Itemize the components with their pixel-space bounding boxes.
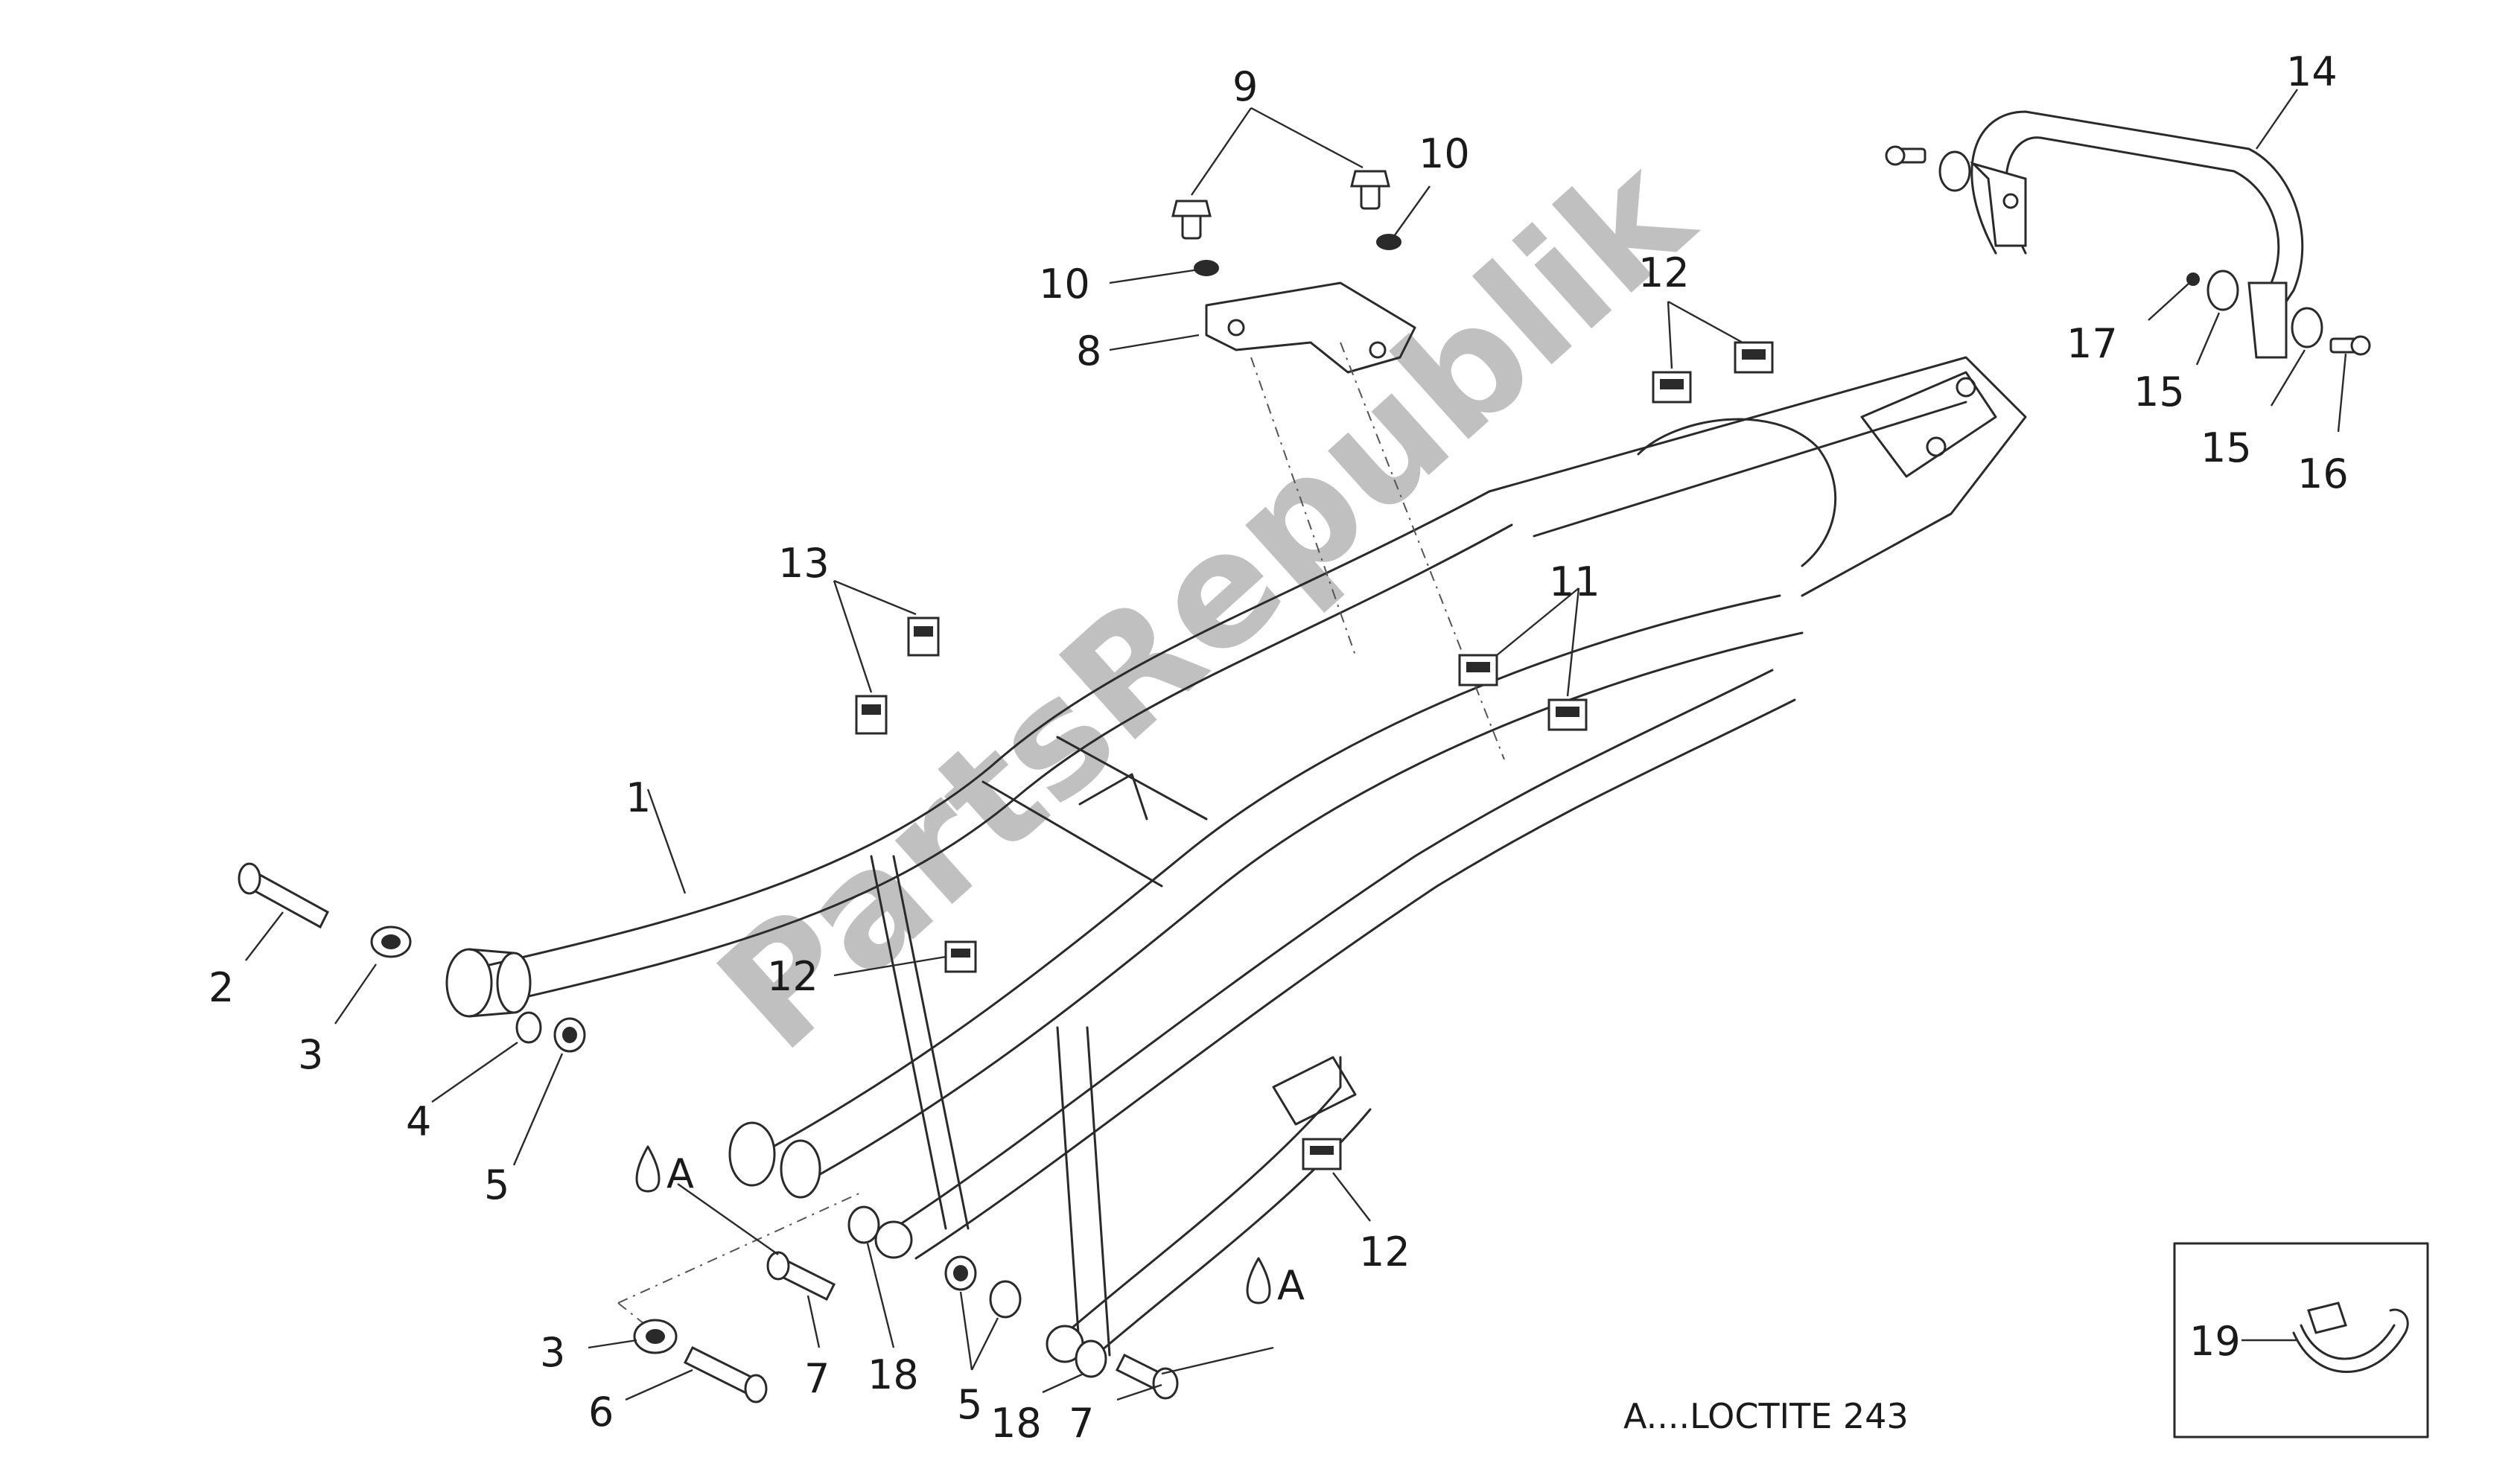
callout-5-lower: 5: [957, 1381, 982, 1428]
callout-12-top: 12: [1638, 249, 1690, 296]
bracket-8: [1205, 281, 1416, 374]
callout-19: 19: [2189, 1318, 2241, 1365]
callout-1: 1: [626, 774, 651, 821]
callout-5-upper: 5: [484, 1162, 509, 1208]
grab-handle-14: [1969, 110, 2304, 359]
nut-17: [2186, 273, 2200, 286]
callout-12-low: 12: [1359, 1229, 1410, 1275]
bolt-9-right: [1350, 170, 1390, 210]
inset-box: [2173, 1242, 2429, 1438]
callout-11: 11: [1549, 558, 1600, 605]
clip-nut-13-a: [907, 616, 940, 657]
clip-nut-12-low: [1302, 1138, 1342, 1170]
washer-10-left: [1194, 260, 1219, 276]
clip-nut-11-a: [1458, 654, 1498, 686]
callout-16: 16: [2297, 450, 2349, 497]
callout-a-left: A: [666, 1150, 694, 1197]
washer-15-b: [2291, 307, 2323, 348]
callout-3-lower: 3: [540, 1329, 565, 1376]
washer-10-right: [1376, 234, 1401, 250]
washer-5-lower: [989, 1280, 1022, 1319]
nut-5-upper: [553, 1017, 586, 1053]
callout-13: 13: [778, 540, 830, 587]
callout-12-mid: 12: [767, 953, 818, 1000]
callout-8: 8: [1076, 328, 1101, 375]
rear-subframe: [445, 356, 2027, 1364]
bolt-7-right: [1115, 1353, 1179, 1400]
clip-nut-12-top-a: [1652, 371, 1692, 404]
callout-labels: 1 2 3 4 5 3 6 7 18 5 18 7 8 10 9 10 12 1…: [209, 48, 2349, 1447]
droplet-icon-left: [635, 1145, 661, 1193]
callout-7-left: 7: [804, 1355, 830, 1402]
nut-5-lower: [944, 1255, 977, 1291]
callout-3-upper: 3: [298, 1031, 323, 1078]
screw-top-left: [1885, 145, 1926, 166]
clip-nut-11-b: [1547, 698, 1588, 731]
callout-7-right: 7: [1069, 1400, 1094, 1447]
bolt-6: [683, 1345, 768, 1404]
callout-18-right: 18: [990, 1400, 1042, 1447]
callout-9: 9: [1232, 63, 1258, 110]
callout-18-left: 18: [868, 1351, 919, 1398]
callout-4: 4: [406, 1098, 431, 1145]
bolt-9-left: [1171, 200, 1212, 240]
clip-nut-12-mid: [944, 940, 977, 973]
washer-4: [515, 1011, 542, 1044]
droplet-icon-right: [1246, 1257, 1271, 1304]
clip-nut-13-b: [855, 695, 888, 735]
leader-lines: [245, 89, 2347, 1401]
loctite-note: A....LOCTITE 243: [1623, 1396, 1909, 1436]
spacer-3-upper: [370, 925, 412, 958]
callout-10-right: 10: [1419, 130, 1470, 177]
spacer-3-lower: [633, 1319, 678, 1354]
bolt-2: [238, 862, 329, 929]
washer-15-a: [2206, 270, 2239, 311]
callout-10-left: 10: [1039, 261, 1090, 308]
bolt-7-left: [766, 1251, 836, 1301]
callout-15-b: 15: [2201, 424, 2252, 471]
callout-15-a: 15: [2134, 369, 2185, 415]
callout-14: 14: [2286, 48, 2338, 95]
washer-18-right: [1075, 1339, 1107, 1378]
callout-a-right: A: [1277, 1262, 1305, 1309]
clip-nut-12-top-b: [1734, 341, 1774, 374]
cable-clamp-19: [2292, 1301, 2409, 1373]
callout-6: 6: [588, 1389, 614, 1436]
washer-18-left: [847, 1205, 880, 1244]
callout-17: 17: [2066, 320, 2118, 367]
screw-16: [2329, 335, 2371, 356]
washer-top-left: [1938, 150, 1971, 192]
callout-2: 2: [209, 964, 234, 1011]
